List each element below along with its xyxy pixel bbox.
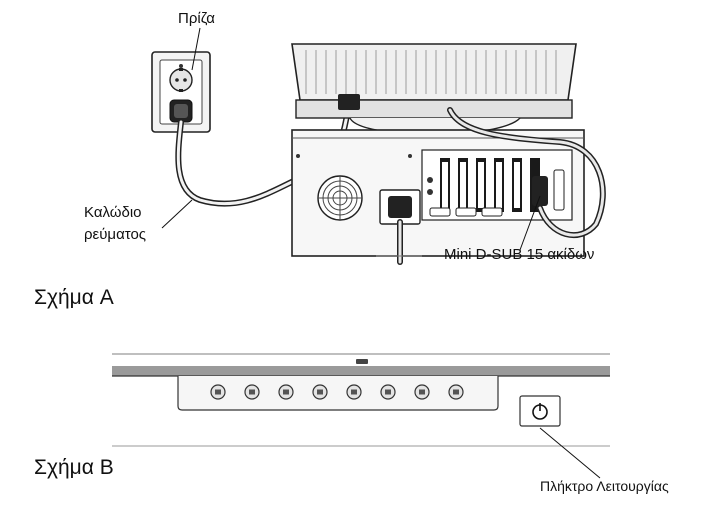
power-cable-leader-line [161, 199, 193, 229]
wall-outlet [151, 51, 211, 133]
outlet-label: Πρίζα [178, 10, 215, 27]
power-button-leader-line [539, 427, 601, 479]
control-button [346, 384, 362, 400]
computer-fan [317, 175, 363, 221]
control-button [210, 384, 226, 400]
control-button [414, 384, 430, 400]
control-button [380, 384, 396, 400]
connector-leader-line [519, 195, 541, 251]
power-cable-label-line2: ρεύματος [84, 226, 147, 243]
connector-label: Mini D-SUB 15 ακίδων [444, 246, 595, 263]
figure-a-caption: Σχήμα A [34, 286, 114, 309]
control-button [448, 384, 464, 400]
figure-b-caption: Σχήμα B [34, 456, 114, 479]
outlet-leader-line [191, 27, 201, 71]
control-button [278, 384, 294, 400]
computer-rear [291, 129, 585, 257]
power-button-label: Πλήκτρο Λειτουργίας [540, 478, 669, 494]
control-button [312, 384, 328, 400]
control-button [244, 384, 260, 400]
monitor-rear [291, 43, 577, 136]
control-buttons [210, 384, 464, 400]
figure-a-illustration [151, 27, 606, 265]
power-cable-label-line1: Καλώδιο [84, 204, 142, 221]
figure-b-illustration [112, 353, 610, 479]
